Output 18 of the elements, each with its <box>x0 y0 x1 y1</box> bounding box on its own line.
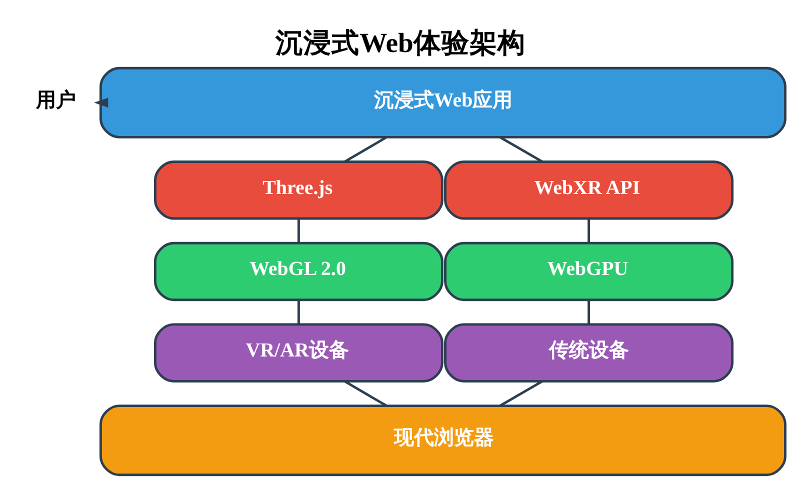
connector <box>588 218 590 243</box>
connector <box>344 136 387 163</box>
node-text: 用户 <box>36 89 76 112</box>
connector <box>500 380 543 407</box>
node-box: VR/AR设备 <box>154 323 444 382</box>
node-box: WebGPU <box>444 242 734 302</box>
node-box: 现代浏览器 <box>99 404 786 476</box>
connector <box>297 300 300 324</box>
node-box: 传统设备 <box>444 323 734 382</box>
diagram-title: 沉浸式Web体验架构 <box>276 26 526 58</box>
node-box: WebGL 2.0 <box>154 242 444 302</box>
connector <box>344 380 387 407</box>
connector <box>500 136 543 163</box>
connector <box>297 218 300 243</box>
node-box: Three.js <box>154 160 444 220</box>
node-box: WebXR API <box>444 160 734 220</box>
arrow <box>94 98 108 108</box>
connector <box>588 300 590 324</box>
